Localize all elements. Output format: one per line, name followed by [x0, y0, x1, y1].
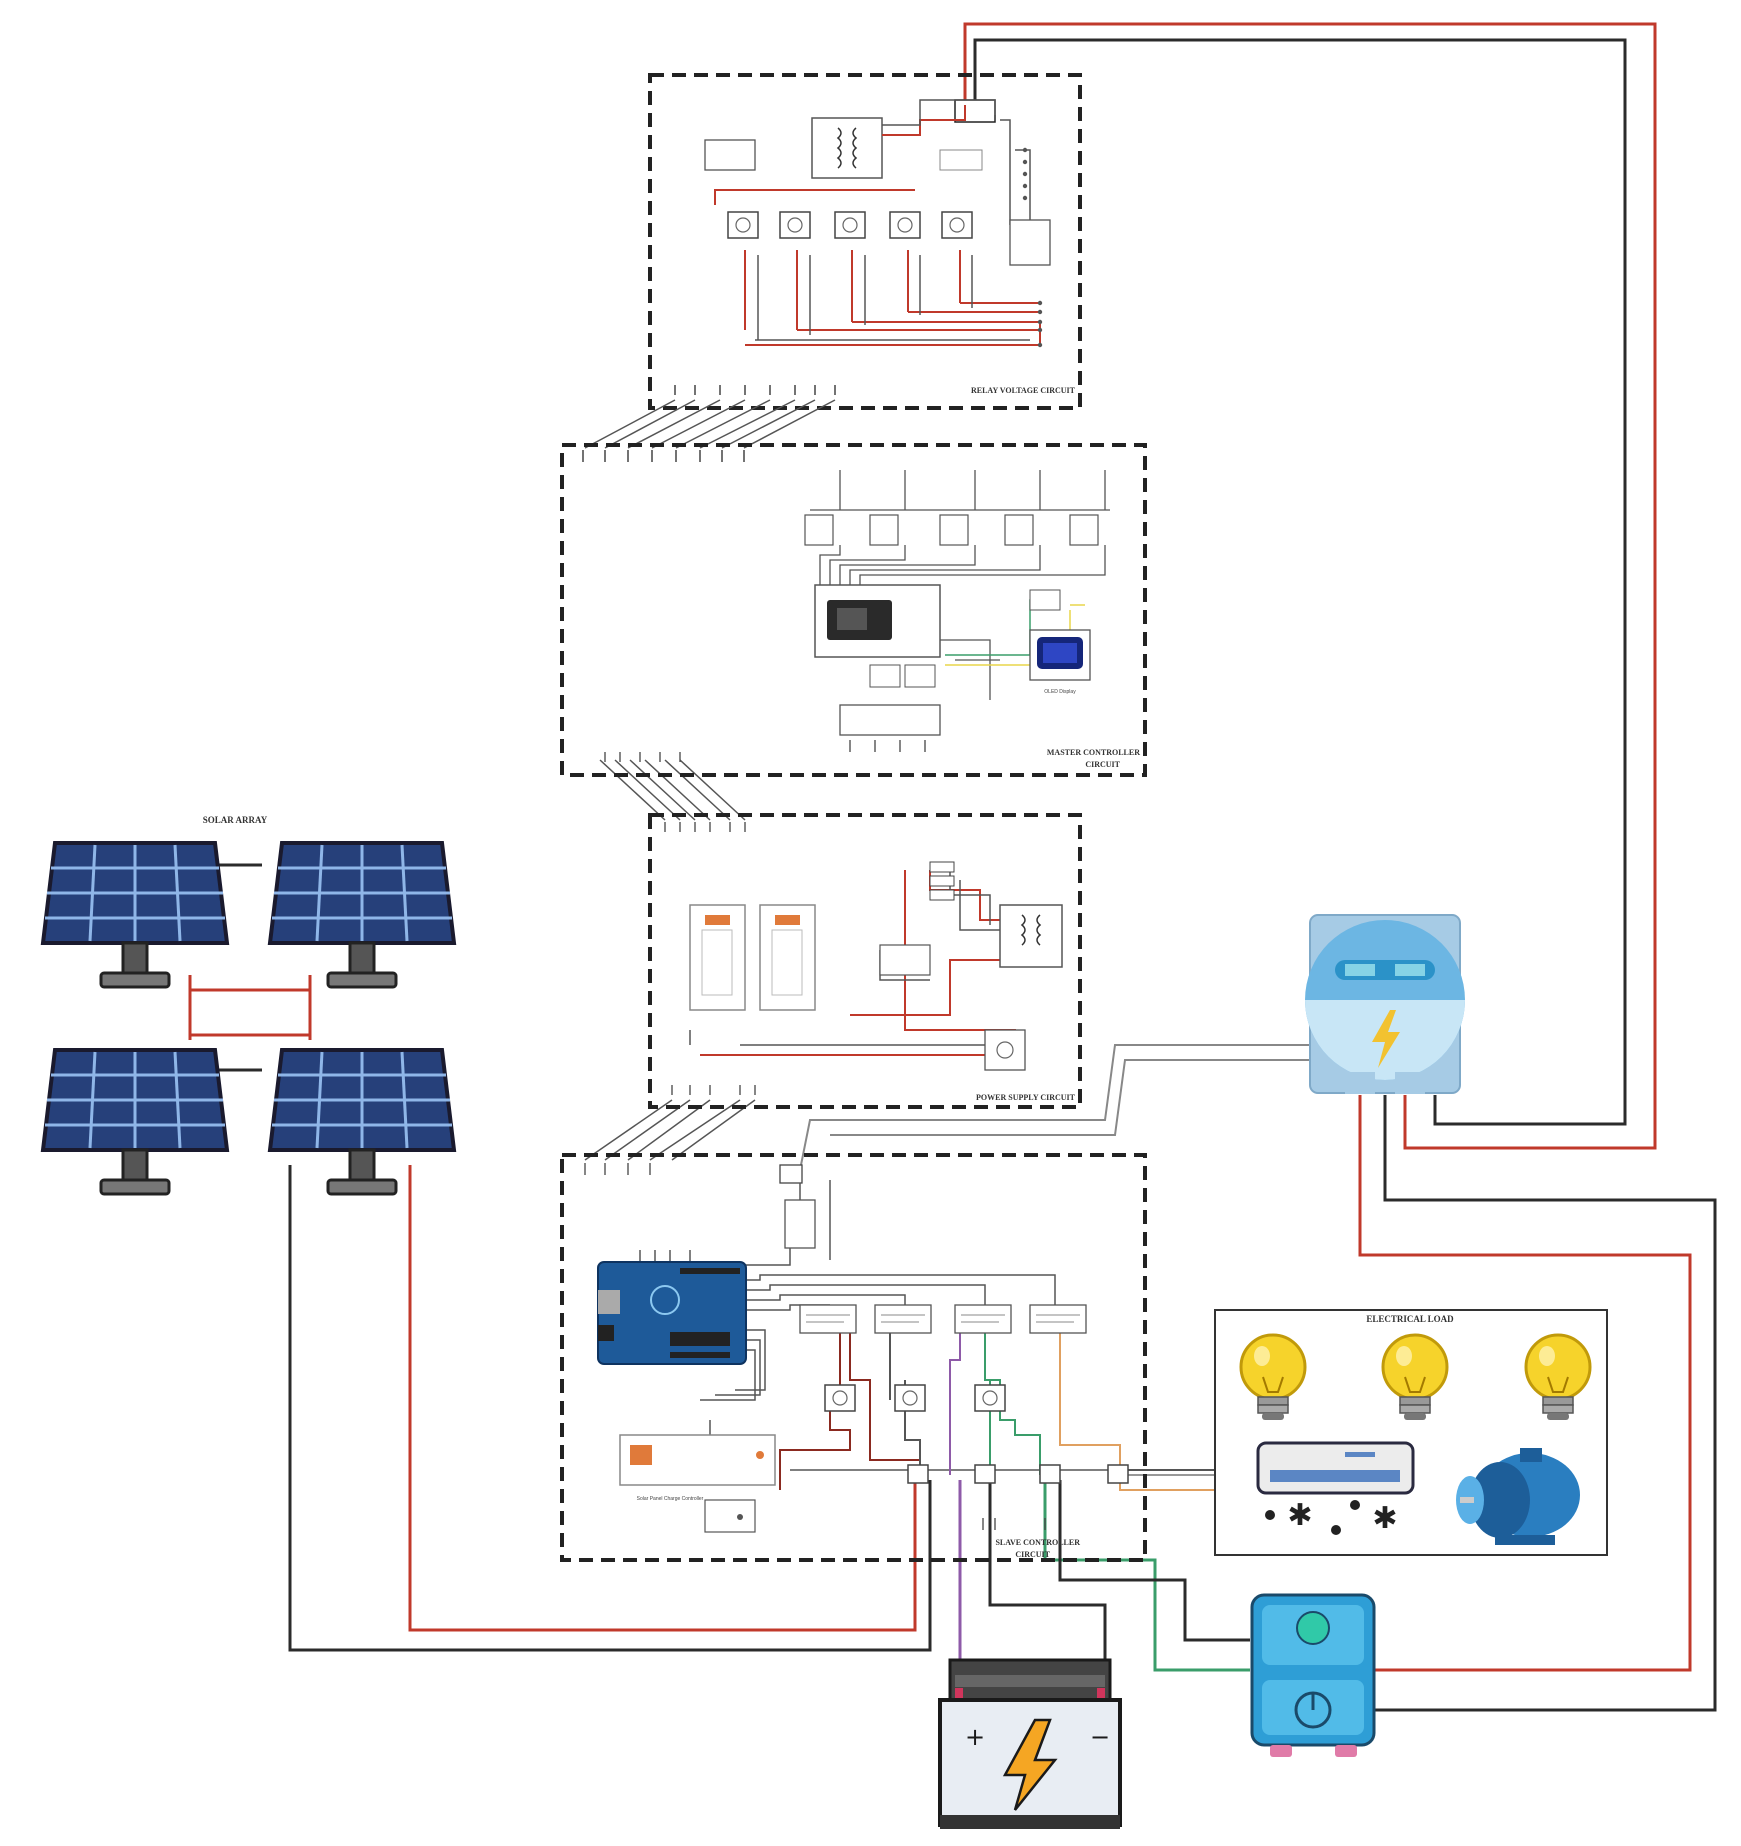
- main-wiring: [288, 22, 1717, 1712]
- relay-icon: [704, 139, 756, 171]
- power-supply-label: POWER SUPPLY CIRCUIT: [976, 1093, 1076, 1102]
- rtc-module-icon: [839, 704, 941, 736]
- air-conditioner-icon: ✱ ✱: [1256, 1441, 1415, 1536]
- master-controller-circuit: OLED Display MASTER CONTROLLER CIRCUIT: [560, 443, 1147, 777]
- transformer-icon: [811, 117, 883, 179]
- slave-controller-boundary: [560, 1153, 1147, 1562]
- battery-icon: + −: [938, 1658, 1122, 1829]
- relay-icon: [727, 211, 759, 239]
- master-label-line1: MASTER CONTROLLER: [1047, 748, 1140, 757]
- relay-icon: [824, 1384, 856, 1412]
- solar-panel-icon: [41, 1048, 229, 1196]
- relay-icon: [889, 211, 921, 239]
- svg-text:+: +: [965, 1723, 985, 1751]
- svg-text:✱: ✱: [1287, 1498, 1312, 1533]
- solar-panel-icon: [268, 1048, 456, 1196]
- relay-voltage-circuit: RELAY VOLTAGE CIRCUIT: [648, 73, 1082, 410]
- relay-driver-icon: [874, 1304, 932, 1334]
- oled-display-label: OLED Display: [1044, 689, 1076, 695]
- electrical-load-label: ELECTRICAL LOAD: [1366, 1314, 1454, 1324]
- power-supply-boundary: [648, 813, 1082, 1109]
- relay-driver-icon: [954, 1304, 1012, 1334]
- slave-label-line2: CIRCUIT: [1015, 1550, 1050, 1559]
- inverter-icon: [1250, 1593, 1376, 1757]
- relay-icon: [779, 211, 811, 239]
- slave-controller-circuit: Solar Panel Charge Controller SLAVE CONT…: [560, 1153, 1147, 1562]
- solar-panel-icon: [268, 841, 456, 989]
- arduino-board-icon: [597, 1261, 747, 1365]
- solar-array: SOLAR ARRAY: [41, 815, 456, 1196]
- svg-text:✱: ✱: [1372, 1501, 1397, 1536]
- solar-array-label: SOLAR ARRAY: [203, 815, 268, 825]
- relay-icon: [974, 1384, 1006, 1412]
- relay-driver-icon: [1029, 1304, 1087, 1334]
- relay-icon: [941, 211, 973, 239]
- svg-text:−: −: [1090, 1723, 1110, 1751]
- relay-icon: [834, 211, 866, 239]
- relay-driver-icon: [799, 1304, 857, 1334]
- electrical-load: ELECTRICAL LOAD ✱ ✱: [1214, 1309, 1608, 1556]
- power-supply-circuit: POWER SUPPLY CIRCUIT: [648, 813, 1082, 1109]
- relay-voltage-boundary: [648, 73, 1082, 410]
- relay-icon: [894, 1384, 926, 1412]
- transformer-icon: [999, 904, 1063, 968]
- charge-controller-icon: [619, 1434, 776, 1486]
- relay-voltage-label: RELAY VOLTAGE CIRCUIT: [971, 386, 1076, 395]
- master-controller-boundary: [560, 443, 1147, 777]
- master-label-line2: CIRCUIT: [1085, 760, 1120, 769]
- solar-panel-icon: [41, 841, 229, 989]
- charge-controller-label: Solar Panel Charge Controller: [637, 1496, 704, 1502]
- slave-label-line1: SLAVE CONTROLLER: [995, 1538, 1080, 1547]
- energy-meter-icon: [1305, 914, 1465, 1094]
- bus-wiring: [584, 399, 836, 1161]
- electric-motor-icon: [1456, 1448, 1580, 1545]
